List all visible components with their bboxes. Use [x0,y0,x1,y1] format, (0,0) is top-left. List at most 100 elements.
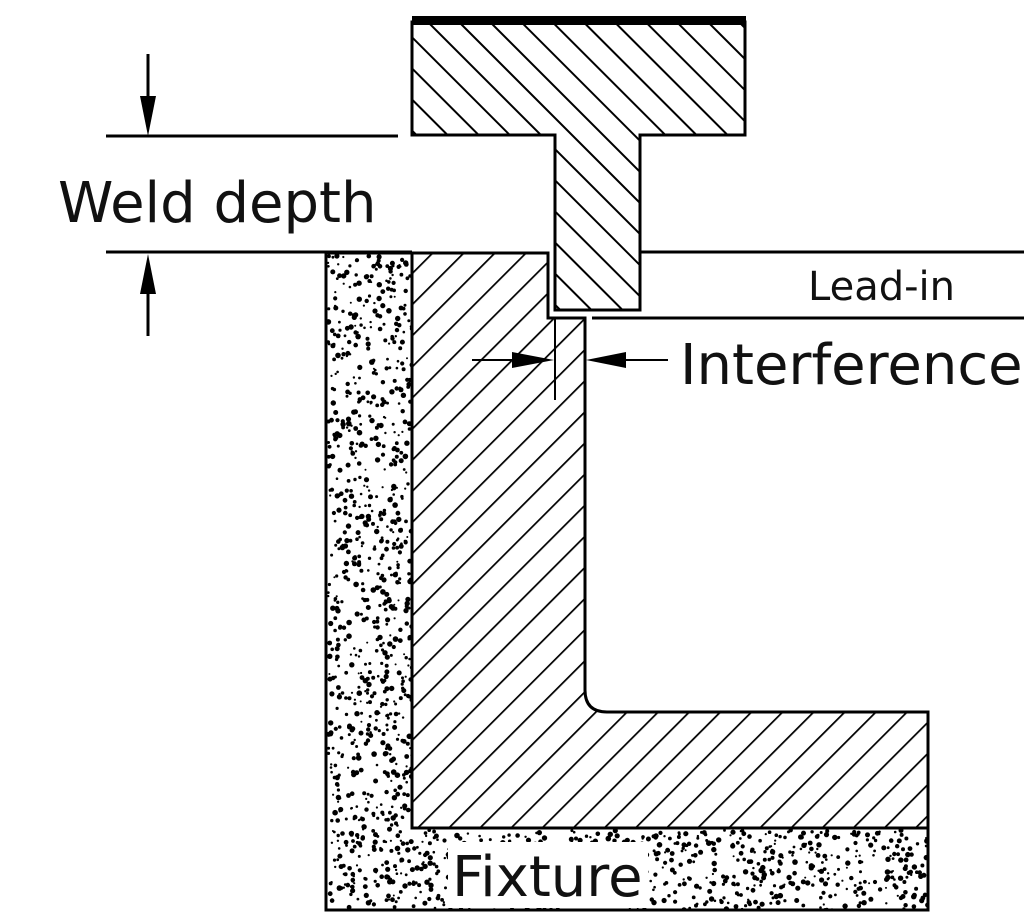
stipple-dot [384,702,388,707]
stipple-dot [382,678,387,683]
stipple-dot [673,899,678,904]
stipple-dot [389,839,392,842]
stipple-dot [432,862,436,866]
stipple-dot [414,896,418,900]
stipple-dot [344,696,348,700]
stipple-dot [369,731,372,734]
stipple-dot [885,902,888,905]
stipple-dot [344,670,349,675]
stipple-dot [507,833,511,837]
stipple-dot [326,751,331,756]
stipple-dot [362,791,367,796]
stipple-dot [902,907,906,910]
stipple-dot [399,857,405,863]
stipple-dot [669,857,674,863]
stipple-dot [350,691,354,694]
stipple-dot [868,842,874,848]
stipple-dot [407,637,411,641]
stipple-dot [434,864,439,869]
stipple-dot [649,879,652,883]
stipple-dot [752,866,755,870]
stipple-dot [747,902,753,907]
stipple-dot [369,694,375,699]
stipple-dot [358,767,364,773]
stipple-dot [711,872,715,876]
stipple-dot [366,792,370,796]
stipple-dot [349,791,355,796]
stipple-dot [348,324,354,330]
stipple-dot [778,834,782,839]
stipple-dot [881,845,887,851]
stipple-dot [863,880,866,883]
stipple-dot [424,850,430,856]
stipple-dot [340,421,346,427]
stipple-dot [371,394,377,400]
stipple-dot [392,636,399,642]
stipple-dot [861,900,867,906]
stipple-dot [855,849,858,853]
stipple-dot [360,541,365,545]
stipple-dot [388,810,392,815]
stipple-dot [398,305,404,311]
stipple-dot [392,493,396,496]
stipple-dot [826,872,830,875]
stipple-dot [345,381,350,387]
stipple-dot [905,851,911,858]
stipple-dot [327,307,331,311]
stipple-dot [835,882,840,887]
stipple-dot [402,806,407,811]
stipple-dot [719,899,724,905]
stipple-dot [375,883,381,888]
stipple-dot [814,851,817,854]
stipple-dot [392,724,398,730]
stipple-dot [367,854,370,857]
stipple-dot [359,568,364,573]
stipple-dot [589,836,592,839]
stipple-dot [402,792,407,796]
stipple-dot [683,831,689,837]
stipple-dot [337,751,341,755]
stipple-dot [911,894,917,900]
stipple-dot [336,885,343,891]
stipple-dot [373,301,376,305]
stipple-dot [335,818,341,823]
stipple-dot [329,494,332,497]
stipple-dot [853,889,858,895]
stipple-dot [369,793,374,798]
stipple-dot [693,853,698,858]
stipple-dot [656,850,661,856]
stipple-dot [375,616,380,620]
stipple-dot [330,770,333,774]
stipple-dot [368,700,372,705]
stipple-dot [401,676,404,680]
stipple-dot [365,336,370,341]
stipple-dot [904,836,909,841]
stipple-dot [387,497,393,503]
stipple-dot [747,898,750,901]
stipple-dot [893,830,897,834]
stipple-dot [355,530,361,536]
stipple-dot [700,830,703,834]
stipple-dot [334,605,340,611]
stipple-dot [919,898,925,904]
stipple-dot [373,879,377,883]
stipple-dot [386,728,389,732]
stipple-dot [374,457,381,463]
stipple-dot [367,569,370,572]
stipple-dot [406,693,411,699]
stipple-dot [411,904,416,909]
stipple-dot [330,818,334,823]
stipple-dot [877,887,883,892]
stipple-dot [401,679,405,683]
stipple-dot [901,847,905,852]
stipple-dot [329,691,335,697]
stipple-dot [389,528,393,532]
stipple-dot [363,326,366,330]
stipple-dot [733,904,739,909]
stipple-dot [404,675,407,678]
stipple-dot [404,656,408,660]
stipple-dot [804,876,807,879]
stipple-dot [373,435,379,441]
stipple-dot [392,541,397,547]
